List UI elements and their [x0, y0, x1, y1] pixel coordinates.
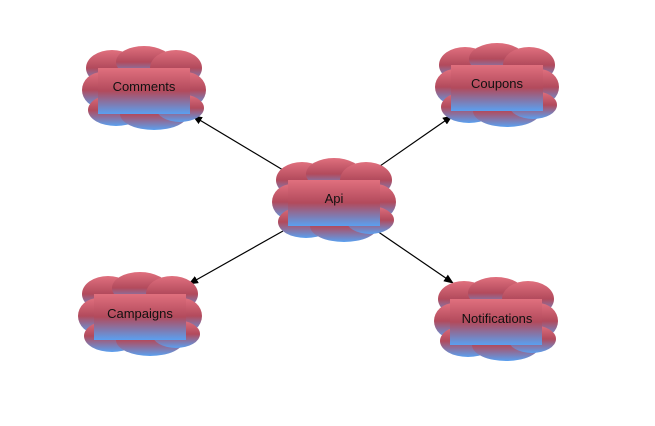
node-api[interactable]: Api: [272, 158, 396, 242]
edge-api-coupons: [379, 115, 453, 167]
node-label: Notifications: [462, 311, 533, 326]
node-label: Coupons: [471, 76, 524, 91]
edge-api-comments: [192, 115, 284, 171]
edge-api-campaigns: [188, 230, 284, 285]
node-label: Campaigns: [107, 306, 173, 321]
node-label: Comments: [113, 79, 176, 94]
node-coupons[interactable]: Coupons: [435, 43, 559, 127]
node-label: Api: [325, 191, 344, 206]
edge-api-notifications: [376, 230, 454, 284]
node-comments[interactable]: Comments: [82, 46, 206, 130]
node-campaigns[interactable]: Campaigns: [78, 272, 202, 356]
node-notifications[interactable]: Notifications: [434, 277, 558, 361]
edges: [188, 115, 454, 285]
